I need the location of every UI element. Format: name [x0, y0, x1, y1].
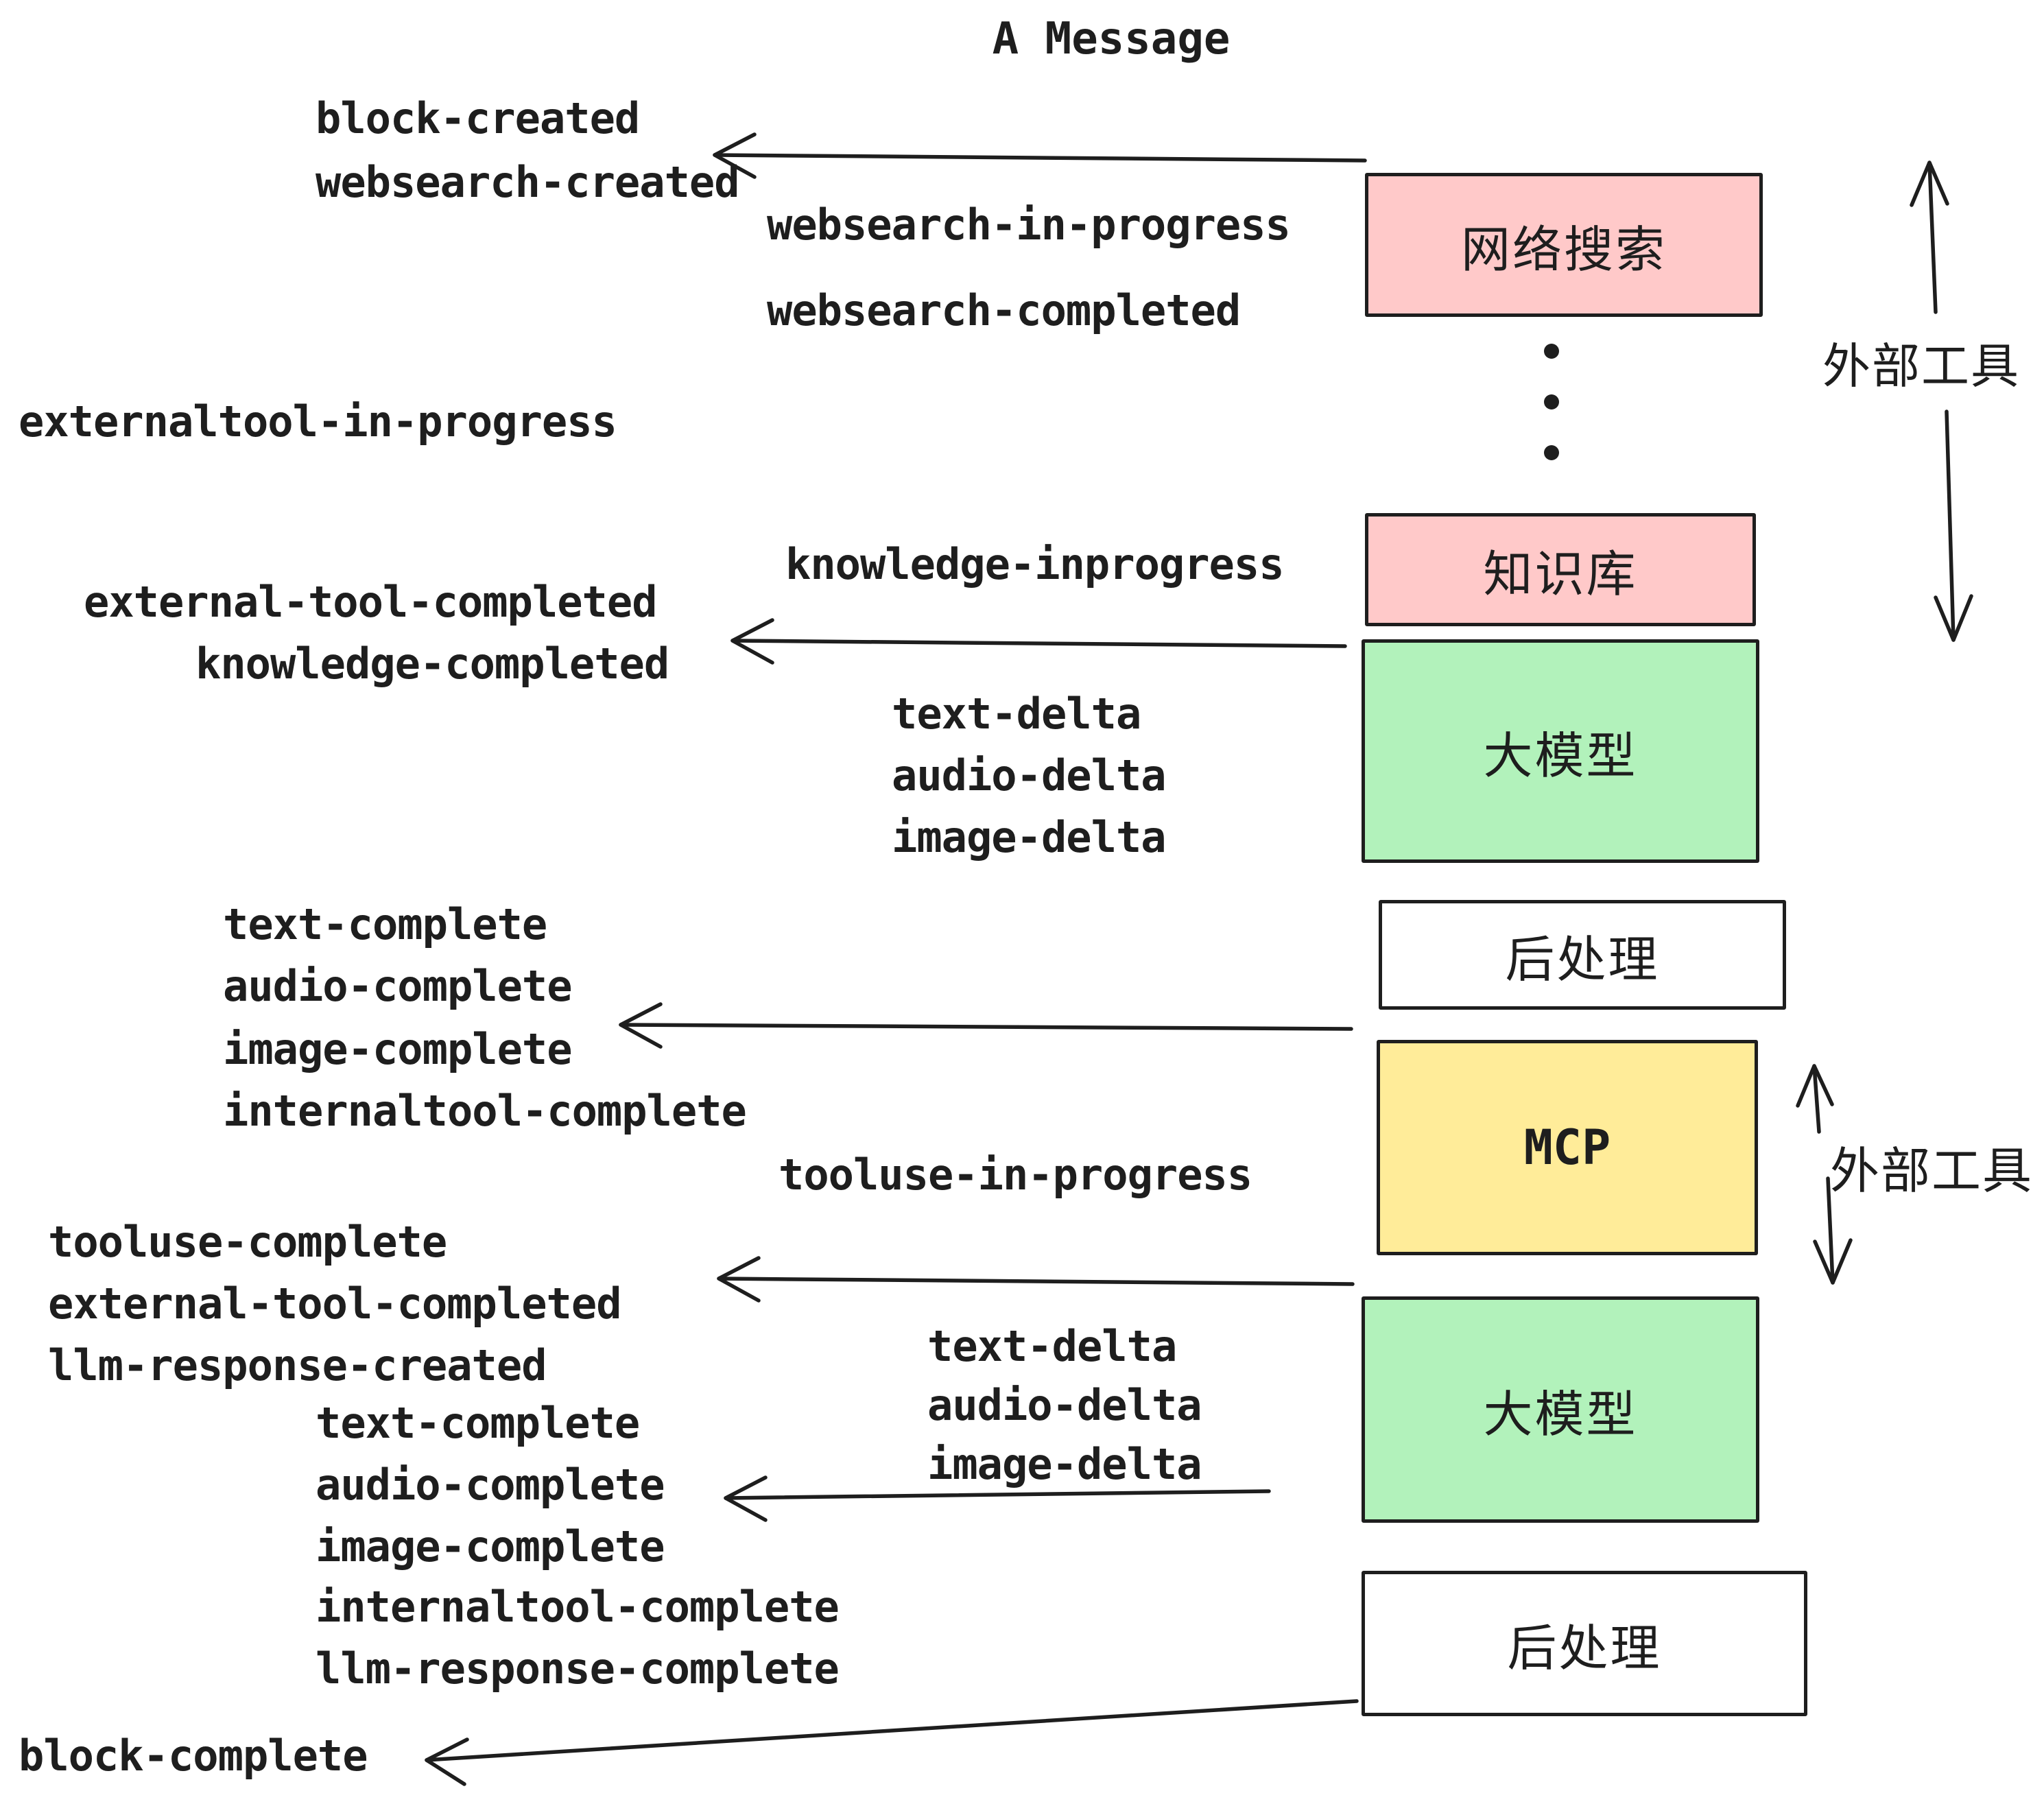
event-label-knowledge-inprogress: knowledge-inprogress [785, 539, 1285, 589]
event-label-llm-response-created: llm-response-created [48, 1340, 547, 1390]
box-websearch: 网络搜索 [1365, 173, 1763, 317]
event-label-text-complete-2: text-complete [316, 1398, 640, 1448]
event-label-llm-response-complete: llm-response-complete [316, 1643, 840, 1694]
box-llm-2-label: 大模型 [1483, 1387, 1638, 1443]
event-label-text-delta-2: text-delta [927, 1321, 1177, 1371]
box-knowledge: 知识库 [1365, 513, 1756, 626]
box-post-process-1: 后处理 [1379, 900, 1786, 1010]
event-label-tooluse-in-progress: tooluse-in-progress [779, 1150, 1252, 1200]
box-mcp: MCP [1377, 1040, 1758, 1255]
event-label-externaltool-in-progress: externaltool-in-progress [19, 396, 617, 447]
event-label-websearch-in-progress: websearch-in-progress [767, 200, 1291, 250]
event-label-websearch-completed: websearch-completed [767, 285, 1241, 335]
box-websearch-label: 网络搜索 [1460, 222, 1667, 278]
external-tools-top-up-arrow [1910, 161, 1949, 314]
event-label-audio-delta-2: audio-delta [927, 1380, 1202, 1430]
box-llm-1-label: 大模型 [1483, 728, 1638, 784]
arrow-llm1-to-events [619, 1002, 1353, 1049]
event-label-text-complete-1: text-complete [223, 899, 547, 949]
event-label-websearch-created: websearch-created [316, 157, 740, 207]
event-label-external-tool-completed-1: external-tool-completed [84, 577, 658, 627]
external-tools-mcp-label: 外部工具 [1830, 1144, 2034, 1199]
box-post-process-1-label: 后处理 [1505, 932, 1660, 988]
ellipsis-dots [1544, 344, 1559, 460]
external-tools-top-label: 外部工具 [1822, 340, 2020, 393]
event-label-internaltool-complete-1: internaltool-complete [223, 1086, 747, 1136]
box-mcp-label: MCP [1523, 1119, 1611, 1176]
event-label-image-delta-2: image-delta [927, 1439, 1202, 1489]
event-label-knowledge-completed: knowledge-completed [195, 639, 669, 689]
event-label-text-delta-1: text-delta [892, 689, 1141, 739]
arrow-post2-to-block-complete [425, 1699, 1359, 1786]
box-post-process-2: 后处理 [1362, 1571, 1807, 1716]
external-tools-mcp-up-arrow [1796, 1064, 1834, 1134]
arrow-websearch-to-events [713, 132, 1367, 179]
box-knowledge-label: 知识库 [1483, 547, 1638, 602]
box-post-process-2-label: 后处理 [1507, 1621, 1662, 1676]
event-label-audio-delta-1: audio-delta [892, 750, 1167, 800]
event-label-image-delta-1: image-delta [892, 812, 1167, 862]
arrow-mcp-to-events [717, 1256, 1355, 1303]
event-label-external-tool-completed-2: external-tool-completed [48, 1279, 622, 1329]
diagram-title: A Message [992, 14, 1231, 64]
event-label-internaltool-complete-2: internaltool-complete [316, 1582, 840, 1632]
event-label-image-complete-1: image-complete [223, 1024, 573, 1074]
event-label-block-complete: block-complete [19, 1731, 368, 1781]
external-tools-top-down-arrow [1934, 410, 1973, 642]
event-label-tooluse-complete: tooluse-complete [48, 1217, 447, 1267]
event-label-audio-complete-1: audio-complete [223, 961, 573, 1011]
box-llm-1: 大模型 [1362, 639, 1759, 863]
event-label-audio-complete-2: audio-complete [316, 1460, 665, 1510]
event-label-block-created: block-created [316, 93, 640, 143]
event-label-image-complete-2: image-complete [316, 1521, 665, 1571]
box-llm-2: 大模型 [1362, 1296, 1759, 1523]
arrow-knowledge-to-events [730, 618, 1347, 665]
